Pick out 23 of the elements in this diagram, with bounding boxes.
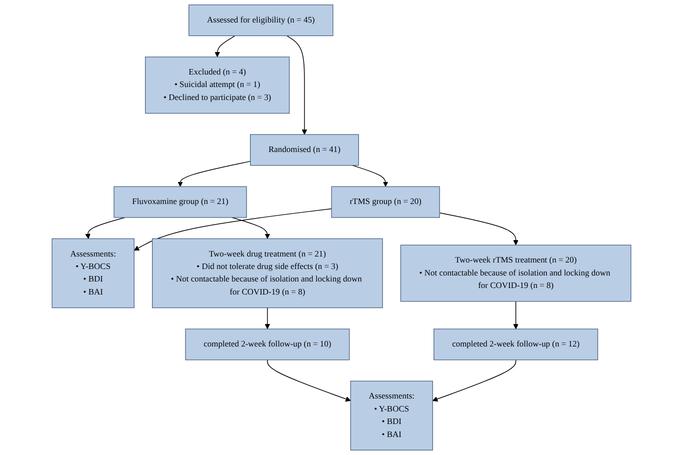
arrow: [134, 208, 332, 251]
arrow: [286, 35, 308, 135]
node-box: rTMS group (n = 20): [331, 186, 440, 218]
node-box: Two-week rTMS treatment (n = 20) • Not contactable because of isolation and locking down for COVID-19 (n = 8): [400, 244, 632, 302]
arrow: [85, 217, 126, 239]
arrow: [232, 217, 270, 239]
node-box: Fluvoxamine group (n = 21): [114, 186, 247, 218]
node-box: Randomised (n = 41): [250, 134, 359, 166]
arrow: [352, 165, 388, 187]
arrow: [432, 360, 516, 402]
arrow: [264, 307, 270, 330]
node-box: Assessed for eligibility (n = 45): [188, 4, 334, 36]
node-box: Assessments: • Y-BOCS • BDI • BAI: [350, 380, 433, 450]
node-box: Excluded (n = 4) • Suicidal attempt (n = 1) • Declined to participate (n = 3): [145, 56, 290, 114]
arrow: [439, 212, 518, 246]
arrow: [214, 35, 236, 58]
node-box: Two-week drug treatment (n = 21) • Did not tolerate drug side effects (n = 3) • Not contactable because of isolation and locking down for COVID-19 (n = 8): [152, 238, 383, 308]
node-box: completed 2-week follow-up (n = 10): [185, 328, 350, 360]
arrow: [513, 301, 518, 330]
node-box: Assessments: • Y-BOCS • BDI • BAI: [52, 238, 134, 308]
arrow: [267, 360, 351, 402]
node-box: completed 2-week follow-up (n = 12): [434, 328, 598, 360]
arrow: [178, 160, 251, 187]
